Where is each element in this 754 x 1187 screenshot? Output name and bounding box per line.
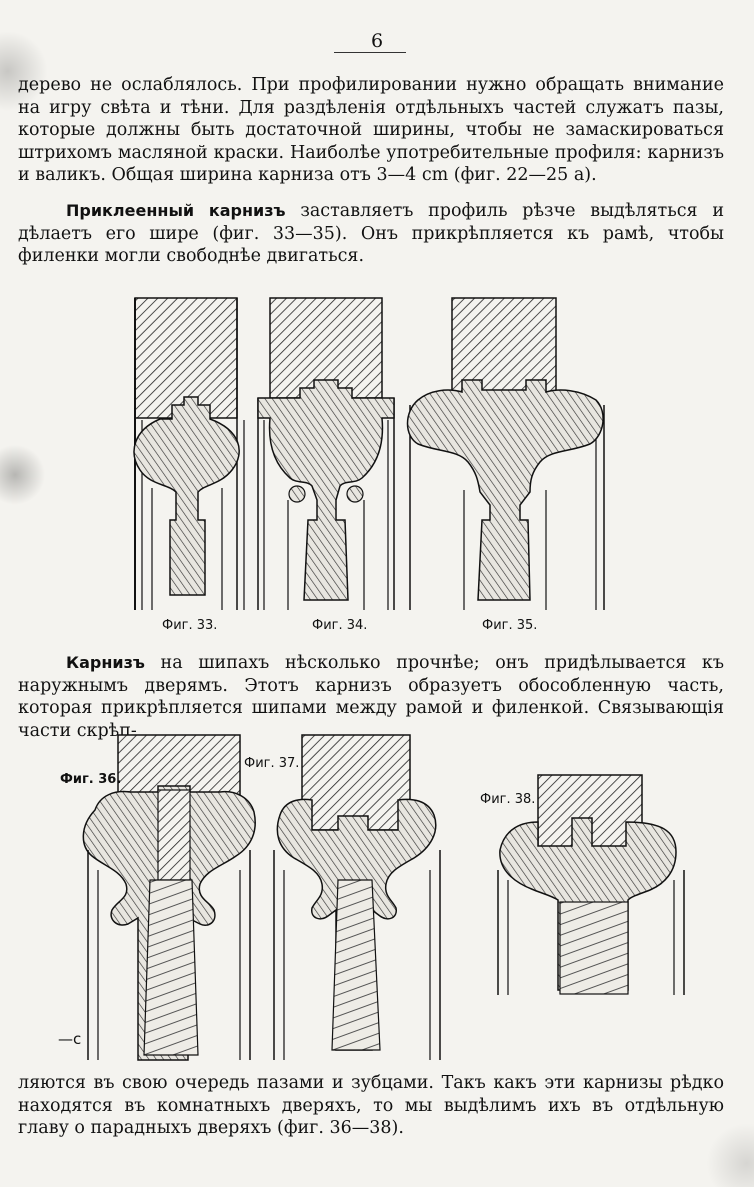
- figure-38-drawing: [497, 774, 685, 995]
- figure-35-drawing: [406, 297, 605, 610]
- figure-37-drawing: [273, 734, 441, 1060]
- paragraph-1: дерево не ослаблялось. При профилировани…: [18, 75, 724, 185]
- page-number-rule: [334, 52, 406, 53]
- paragraph-2: Приклеенный карнизъ заставляетъ профиль …: [18, 200, 724, 268]
- figure-33-drawing: [133, 297, 245, 610]
- figure-33-caption: Фиг. 33.: [162, 618, 218, 633]
- margin-mark: —c: [58, 1030, 82, 1048]
- figure-34-drawing: [257, 297, 395, 610]
- figure-36-caption: Фиг. 36.: [60, 772, 122, 787]
- figure-36-drawing: [82, 734, 256, 1061]
- paragraph-2-text: заставляетъ профиль рѣзче выдѣляться и д…: [18, 201, 724, 266]
- figure-37-caption: Фиг. 37.: [244, 756, 300, 771]
- paragraph-3: Карнизъ на шипахъ нѣсколько прочнѣе; онъ…: [18, 652, 724, 742]
- paragraph-2-lead: Приклеенный карнизъ: [66, 201, 286, 220]
- figure-38-caption: Фиг. 38.: [480, 792, 536, 807]
- paragraph-4: ляются въ свою очередь пазами и зубцами.…: [18, 1073, 724, 1138]
- page-number: 6: [370, 30, 384, 52]
- paragraph-3-text: на шипахъ нѣсколько прочнѣе; онъ придѣлы…: [18, 653, 724, 741]
- paragraph-3-lead: Карнизъ: [66, 653, 145, 672]
- figure-34-caption: Фиг. 34.: [312, 618, 368, 633]
- figure-35-caption: Фиг. 35.: [482, 618, 538, 633]
